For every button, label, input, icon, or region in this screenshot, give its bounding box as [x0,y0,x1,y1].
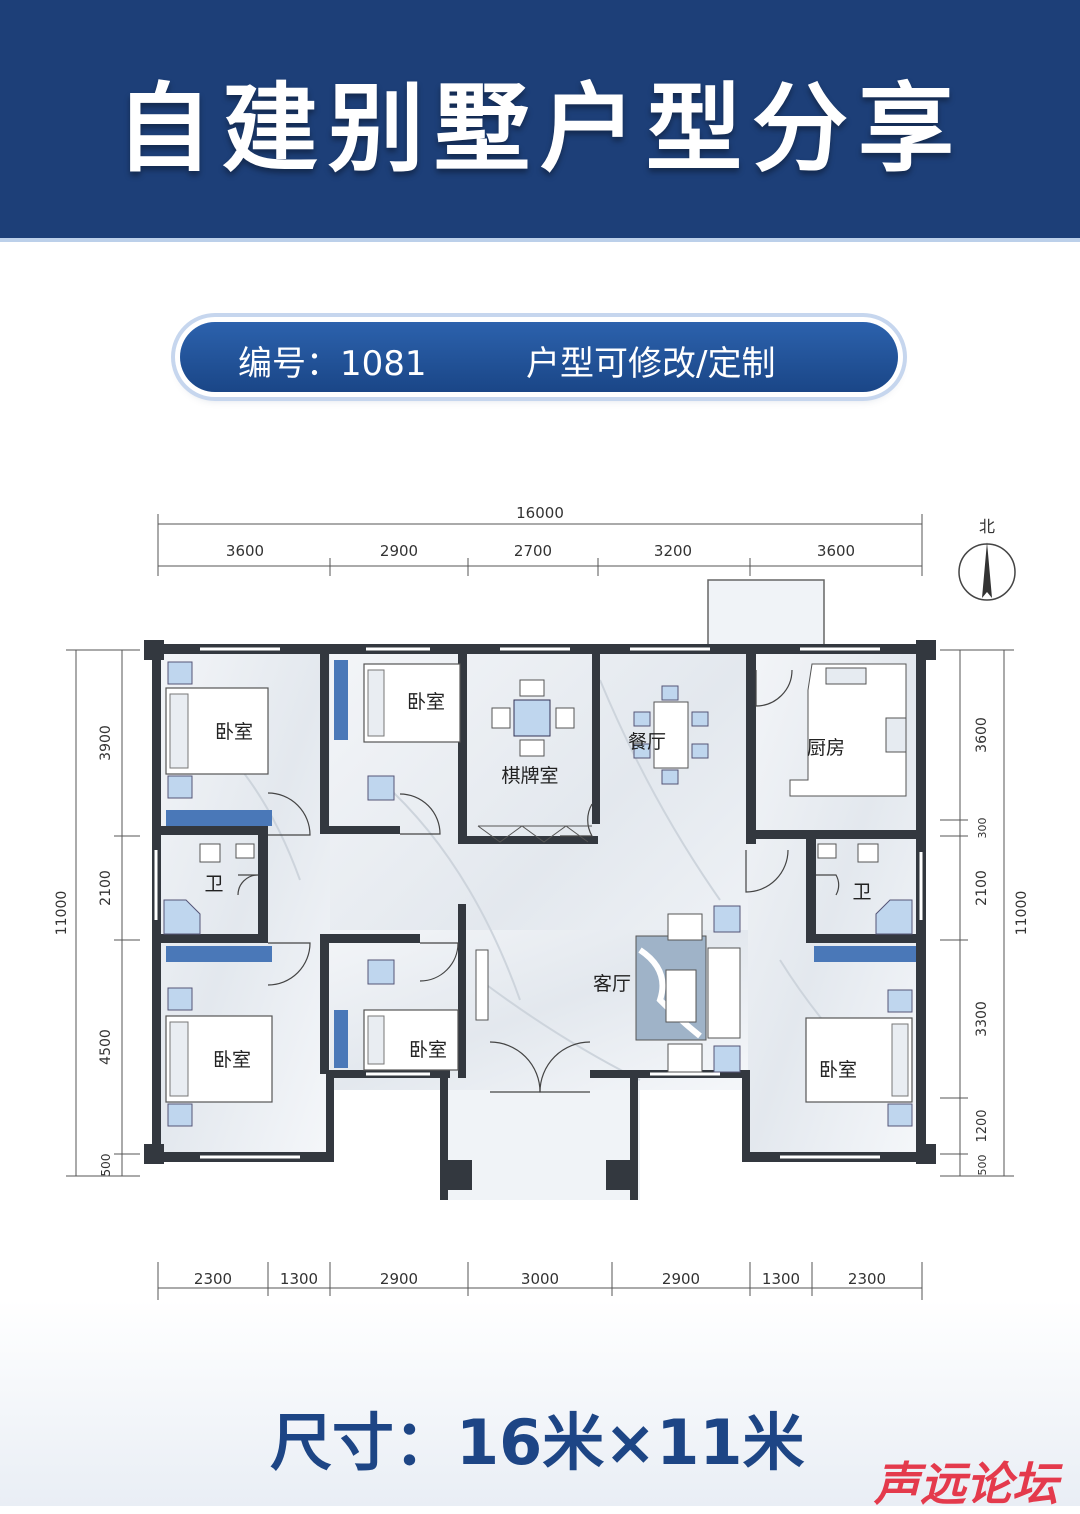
dim-right-2: 300 [976,818,989,839]
dim-bottom-5: 2900 [662,1270,700,1288]
dim-left-1: 3900 [98,725,114,761]
room-label-bedroom-sw: 卧室 [213,1049,251,1071]
dim-bottom-2: 1300 [280,1270,318,1288]
dim-right-5: 1200 [975,1109,990,1142]
dim-top-3: 2700 [514,542,552,560]
dim-bottom-3: 2900 [380,1270,418,1288]
dim-top-5: 3600 [817,542,855,560]
dim-left-3: 4500 [98,1029,114,1065]
room-label-bath-w: 卫 [204,873,223,895]
info-badge: 编号：1081 户型可修改/定制 [180,322,898,392]
header-divider [0,238,1080,242]
dim-top-2: 2900 [380,542,418,560]
dim-left-total: 11000 [54,891,70,936]
room-label-kitchen: 厨房 [807,737,845,759]
size-label: 尺寸：16米×11米 [270,1406,805,1479]
room-label-living: 客厅 [593,973,631,995]
page-title: 自建别墅户型分享 [116,72,964,185]
dim-right-3: 2100 [974,870,990,906]
windows [154,647,923,1159]
floor-plan: 16000 3600 2900 2700 3200 3600 北 3900 21… [0,480,1080,1208]
header-banner: 自建别墅户型分享 [0,0,1080,240]
left-dimension-lines [66,649,140,1177]
room-label-chess-room: 棋牌室 [501,765,558,787]
dim-right-4: 3300 [974,1001,990,1037]
dim-left-4: 500 [99,1154,113,1177]
dim-top-1: 3600 [226,542,264,560]
doors [237,669,840,1093]
dim-right-1: 3600 [974,717,990,753]
room-label-bedroom-se: 卧室 [819,1059,857,1081]
north-label: 北 [979,517,995,536]
forum-watermark: 声远论坛 [874,1457,1058,1511]
dim-bottom-6: 1300 [762,1270,800,1288]
plan-code: 编号：1081 [238,344,427,384]
dim-right-6: 500 [976,1155,989,1176]
room-label-bedroom-nw: 卧室 [215,721,253,743]
dim-bottom-7: 2300 [848,1270,886,1288]
top-dimension-lines [157,514,923,576]
room-label-bedroom-s: 卧室 [409,1039,447,1061]
dim-top-4: 3200 [654,542,692,560]
dim-top-total: 16000 [516,504,564,522]
room-label-bedroom-n: 卧室 [407,691,445,713]
dim-bottom-4: 3000 [521,1270,559,1288]
room-labels: 卧室 卧室 棋牌室 餐厅 厨房 卫 卫 客厅 卧室 卧室 卧室 [204,691,871,1081]
room-label-bath-e: 卫 [852,881,871,903]
north-compass: 北 [958,517,1016,601]
footer-background [0,1300,1080,1506]
room-label-dining: 餐厅 [628,731,666,753]
furniture [163,660,916,1127]
right-dimension-lines [940,649,1014,1177]
dim-bottom-1: 2300 [194,1270,232,1288]
dim-left-2: 2100 [98,870,114,906]
floor-plan-svg: 16000 3600 2900 2700 3200 3600 北 3900 21… [54,504,1030,1208]
customizable-note: 户型可修改/定制 [526,344,776,384]
dim-right-total: 11000 [1014,891,1030,936]
